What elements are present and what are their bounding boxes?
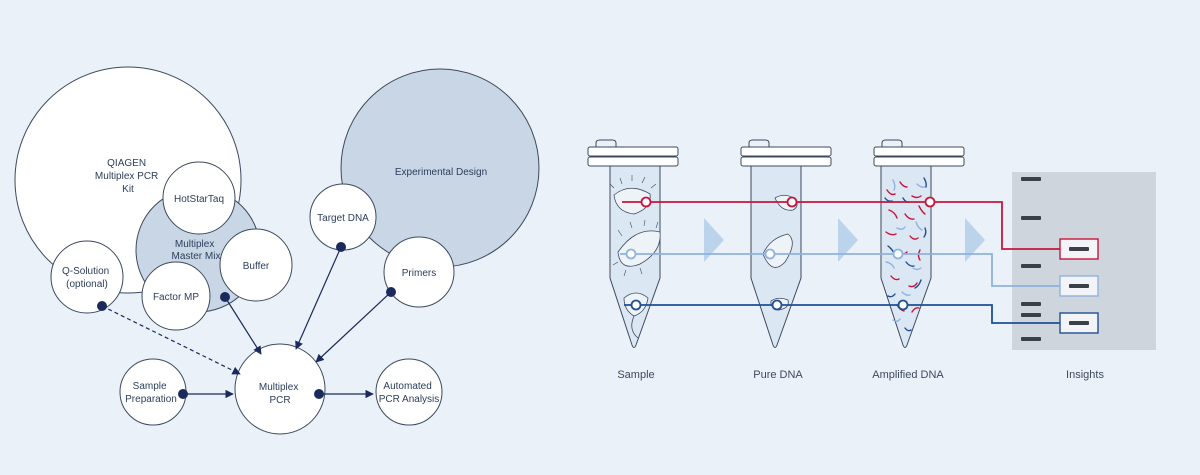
target-dna-connector bbox=[295, 246, 342, 350]
step-label-insights: Insights bbox=[1066, 369, 1104, 381]
buffer-connector bbox=[224, 296, 262, 355]
gel-sample-bands bbox=[1059, 238, 1099, 334]
tube-amplified-dna bbox=[873, 139, 965, 348]
workflow-diagram: Sample Pure DNA Amplified DNA Insights bbox=[587, 139, 1156, 381]
automated-analysis-label: Automated PCR Analysis bbox=[379, 381, 440, 405]
q-solution-label: Q-Solution (optional) bbox=[62, 266, 112, 290]
hotstartaq-label: HotStarTaq bbox=[174, 194, 224, 205]
amplicons-lightblue bbox=[885, 179, 926, 322]
step-label-sample: Sample bbox=[617, 369, 654, 381]
factor-mp-circle bbox=[141, 261, 211, 331]
primers-connector bbox=[315, 291, 392, 363]
q-solution-circle bbox=[50, 240, 124, 314]
arrow-1 bbox=[704, 218, 724, 262]
sample-prep-circle bbox=[119, 358, 187, 426]
step-arrows bbox=[704, 218, 985, 262]
signal-lightblue bbox=[620, 248, 1060, 287]
signal-darkblue bbox=[624, 299, 1060, 324]
multiplex-pcr-label: Multiplex PCR bbox=[259, 382, 301, 406]
tube-sample bbox=[587, 139, 679, 348]
step-label-amplified-dna: Amplified DNA bbox=[872, 369, 944, 381]
component-diagram: QIAGEN Multiplex PCR Kit Multiplex Maste… bbox=[14, 66, 540, 435]
connector-dots bbox=[97, 242, 396, 399]
step-label-pure-dna: Pure DNA bbox=[753, 369, 803, 381]
multiplex-pcr-circle bbox=[234, 343, 326, 435]
primers-circle bbox=[383, 236, 455, 308]
tube-pure-dna bbox=[740, 139, 832, 348]
connectors bbox=[101, 246, 392, 399]
master-mix-label: Multiplex Master Mix bbox=[172, 239, 221, 262]
arrow-2 bbox=[838, 218, 858, 262]
arrow-3 bbox=[965, 218, 985, 262]
q-solution-connector bbox=[101, 305, 241, 375]
kit-label: QIAGEN Multiplex PCR Kit bbox=[95, 158, 161, 195]
target-dna-label: Target DNA bbox=[317, 213, 369, 224]
sample-prep-label: Sample Preparation bbox=[125, 381, 177, 405]
buffer-circle bbox=[219, 228, 293, 302]
gel-ladder-bands bbox=[1021, 177, 1041, 341]
hotstartaq-circle bbox=[162, 161, 236, 235]
automated-analysis-circle bbox=[375, 358, 443, 426]
buffer-label: Buffer bbox=[243, 261, 270, 272]
signal-red bbox=[622, 196, 1060, 250]
primers-label: Primers bbox=[402, 268, 436, 279]
factor-mp-label: Factor MP bbox=[153, 292, 199, 303]
experimental-design-label: Experimental Design bbox=[395, 167, 487, 178]
